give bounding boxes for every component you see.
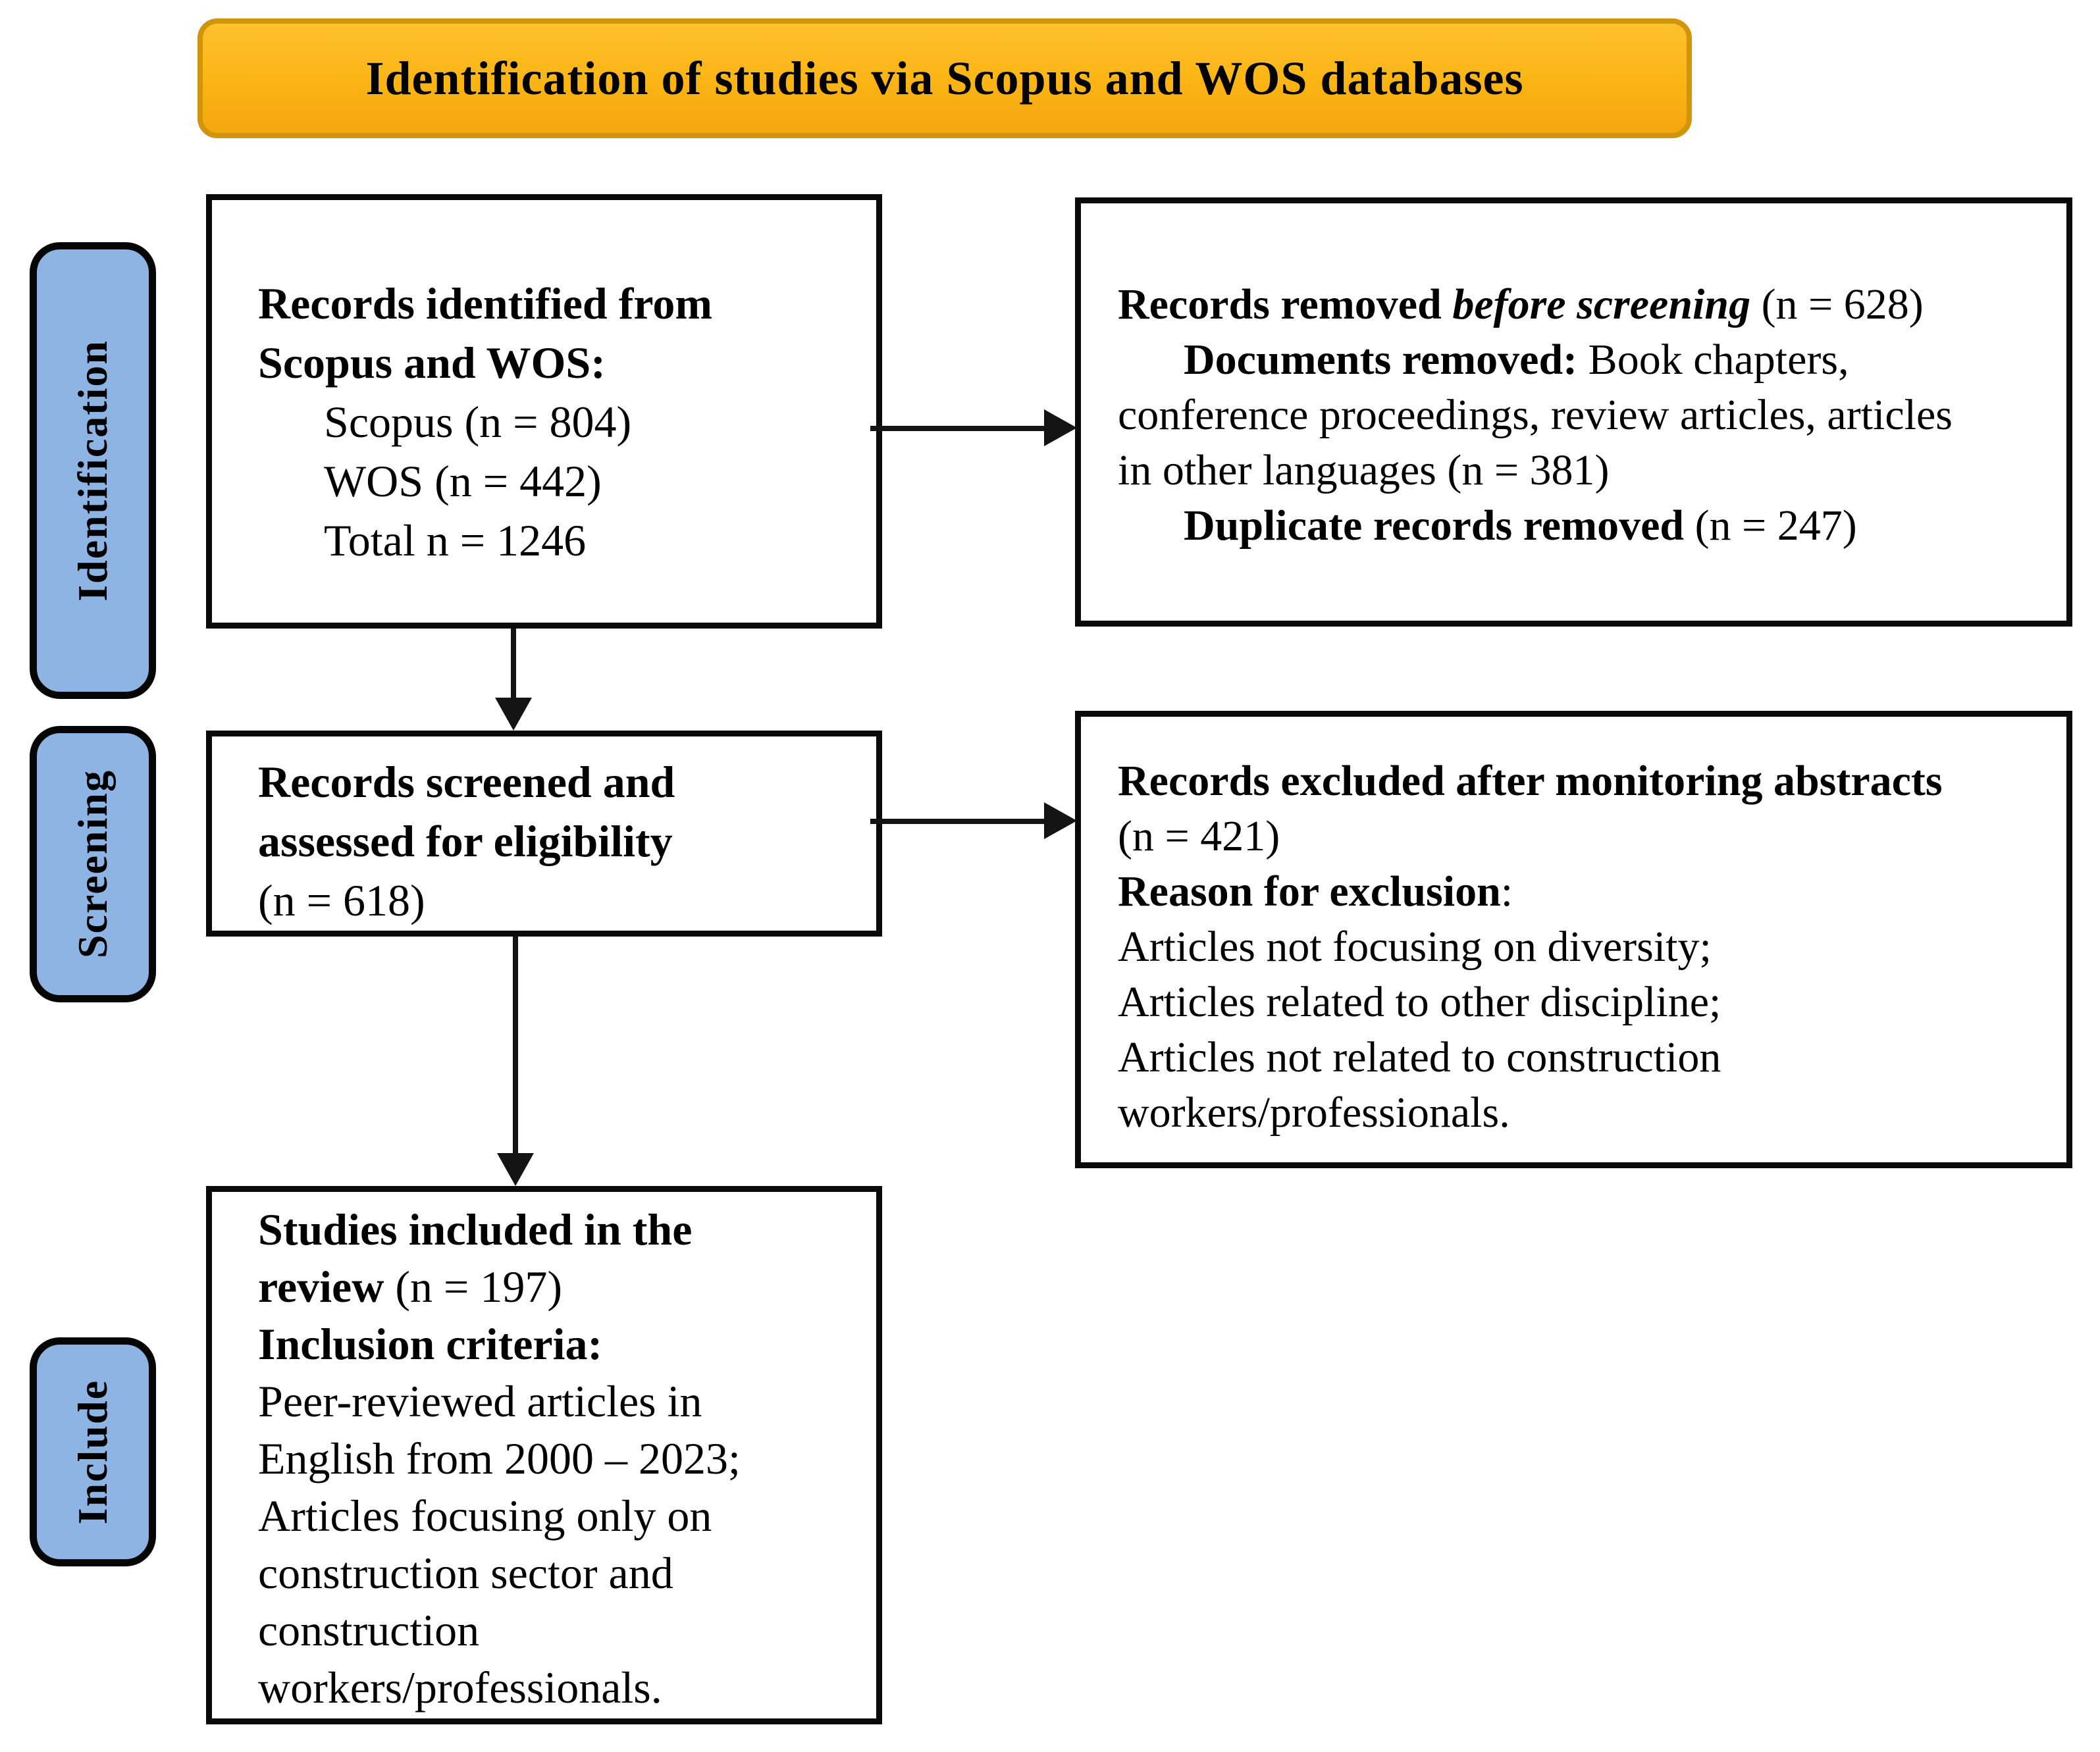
text-line: Records screened and: [258, 757, 675, 807]
text-line: WOS (n = 442): [324, 456, 602, 506]
text-line: Records identified from: [258, 278, 712, 328]
text-line: Inclusion criteria:: [258, 1319, 603, 1369]
text-line: (n = 618): [258, 875, 425, 925]
text-line: workers/professionals.: [1118, 1089, 1510, 1137]
header-banner: Identification of studies via Scopus and…: [197, 18, 1692, 138]
stage-label-screening: Screening: [69, 769, 116, 959]
arrow-shaft: [513, 937, 518, 1157]
stage-pill-identification: Identification: [30, 242, 156, 699]
text-line: review (n = 197): [258, 1262, 562, 1312]
text-line: Reason for exclusion:: [1118, 867, 1513, 915]
header-title: Identification of studies via Scopus and…: [365, 51, 1524, 105]
arrow-shaft: [511, 629, 516, 702]
stage-label-include: Include: [69, 1379, 116, 1525]
box-records-removed: Records removed before screening (n = 62…: [1075, 197, 2072, 627]
text-line: Articles focusing only on: [258, 1491, 712, 1541]
stage-pill-include: Include: [30, 1337, 156, 1566]
box-records-screened: Records screened and assessed for eligibi…: [206, 731, 882, 937]
text-line: workers/professionals.: [258, 1662, 662, 1713]
stage-pill-screening: Screening: [30, 726, 156, 1002]
text-line: Scopus and WOS:: [258, 338, 606, 388]
box-records-excluded: Records excluded after monitoring abstra…: [1075, 711, 2072, 1168]
arrow-right-icon: [1044, 409, 1077, 446]
text-line: Total n = 1246: [324, 515, 587, 565]
text-line: Articles not focusing on diversity;: [1118, 923, 1712, 971]
text-line: Records removed before screening (n = 62…: [1118, 280, 1924, 328]
text-line: Documents removed: Book chapters,: [1184, 336, 1849, 384]
arrow-shaft: [870, 819, 1049, 824]
text-line: in other languages (n = 381): [1118, 446, 1610, 494]
text-line: (n = 421): [1118, 812, 1280, 860]
arrow-down-icon: [497, 1153, 534, 1186]
text-line: Articles not related to construction: [1118, 1033, 1721, 1081]
arrow-down-icon: [495, 698, 532, 731]
text-line: assessed for eligibility: [258, 816, 673, 866]
arrow-right-icon: [1044, 802, 1077, 839]
stage-label-identification: Identification: [69, 340, 116, 602]
text-line: Peer-reviewed articles in: [258, 1376, 702, 1426]
text-line: construction: [258, 1605, 480, 1655]
text-line: Scopus (n = 804): [324, 397, 632, 447]
arrow-shaft: [870, 426, 1049, 431]
text-line: conference proceedings, review articles,…: [1118, 391, 1953, 439]
box-studies-included: Studies included in the review (n = 197) I…: [206, 1186, 882, 1724]
text-line: Articles related to other discipline;: [1118, 978, 1721, 1026]
text-line: Studies included in the: [258, 1204, 693, 1254]
text-line: construction sector and: [258, 1548, 673, 1598]
text-line: Records excluded after monitoring abstra…: [1118, 757, 1943, 805]
text-line: English from 2000 – 2023;: [258, 1433, 741, 1483]
text-line: Duplicate records removed (n = 247): [1184, 502, 1857, 550]
